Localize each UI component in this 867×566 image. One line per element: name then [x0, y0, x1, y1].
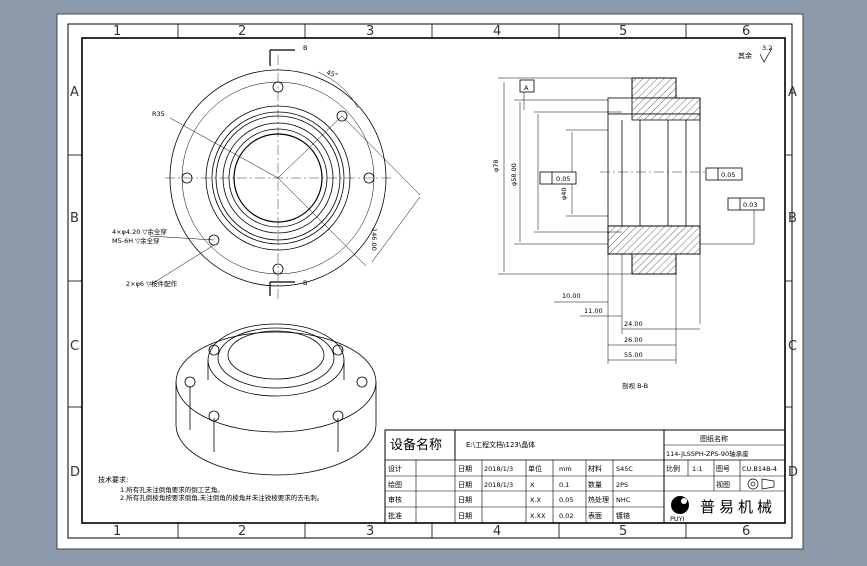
angle-label: 45° — [325, 68, 339, 79]
title-row-1: 设计 日期 2018/1/3 单位 mm 材料 S45C — [388, 464, 633, 473]
zone-row-a: A — [70, 85, 79, 100]
zone-col-4: 4 — [493, 24, 501, 39]
tol-right-2: 0.03 — [743, 201, 757, 209]
section-title: 剖视 B-B — [622, 381, 648, 390]
drawing-name: 114-JLSSPH-ZPS-90轴承座 — [666, 449, 749, 458]
tech-req-line-1: 1.所有孔未注倒角要求的倒工艺角。 — [120, 485, 224, 494]
tech-req-title: 技术要求: — [98, 475, 128, 484]
logo-text: PUYI — [670, 515, 685, 523]
cut-label-top: B — [303, 44, 307, 52]
roughness-value: 3.2 — [762, 44, 772, 52]
radius-label: R35 — [152, 110, 165, 118]
date-1: 2018/1/3 — [484, 465, 513, 473]
zone-col-2: 2 — [238, 24, 246, 39]
section-view — [498, 77, 765, 364]
zone-col-3-bottom: 3 — [366, 524, 374, 539]
view-label: 视图 — [716, 480, 730, 489]
vdim-78: φ78 — [492, 159, 500, 172]
date-label-4: 日期 — [458, 512, 472, 520]
zone-labels: 1 2 3 4 5 6 1 2 3 4 5 6 A B C D A B C D — [70, 24, 798, 539]
qty-value: 2PS — [616, 481, 628, 489]
dim-10: 10.00 — [562, 292, 581, 300]
projection-symbol-icon — [747, 478, 775, 490]
zone-col-1: 1 — [113, 24, 121, 39]
dim-55: 55.00 — [624, 351, 643, 359]
scale-value: 1:1 — [692, 465, 702, 473]
zone-row-d: D — [70, 465, 80, 480]
unit-label: 单位 — [528, 464, 542, 473]
tol-xxx: X.XX — [530, 512, 546, 520]
company-name: 普易机械 — [700, 498, 776, 516]
tol-x-value: 0.1 — [559, 481, 569, 489]
dim-26: 26.00 — [624, 336, 643, 344]
vdim-40: φ40 — [560, 187, 568, 200]
scale-label: 比例 — [666, 464, 680, 473]
tol-xx: X.X — [530, 496, 542, 504]
role-approver: 批准 — [388, 511, 402, 520]
title-block — [384, 429, 786, 524]
title-row-3: 审核 日期 X.X 0.05 热处理 NHC — [388, 495, 631, 504]
zone-row-d-right: D — [788, 465, 798, 480]
dim-11: 11.00 — [584, 307, 603, 315]
front-view — [149, 49, 421, 300]
zone-col-4-bottom: 4 — [493, 524, 501, 539]
dim-24: 24.00 — [624, 320, 643, 328]
zone-col-5: 5 — [619, 24, 627, 39]
tol-right: 0.05 — [721, 171, 735, 179]
hole-note-3: 2×φ6 ▽按件配作 — [126, 279, 178, 288]
zone-ticks — [68, 24, 792, 538]
front-dia-label: 146.00 — [370, 228, 378, 251]
surface-label: 表面 — [588, 511, 602, 520]
hole-note-2: M5-6H ▽余全穿 — [112, 236, 160, 245]
roughness-label: 其余 — [738, 51, 752, 60]
date-label-1: 日期 — [458, 465, 472, 473]
date-label-3: 日期 — [458, 496, 472, 504]
tol-xxx-value: 0.02 — [559, 512, 573, 520]
zone-col-3: 3 — [366, 24, 374, 39]
material-value: S45C — [616, 465, 633, 473]
role-designer: 设计 — [388, 464, 402, 473]
zone-col-2-bottom: 2 — [238, 524, 246, 539]
date-2: 2018/1/3 — [484, 481, 513, 489]
title-row-4: 批准 日期 X.XX 0.02 表面 镀铬 — [388, 511, 630, 520]
zone-col-5-bottom: 5 — [619, 524, 627, 539]
tol-left: 0.05 — [556, 175, 570, 183]
zone-row-b-right: B — [788, 211, 797, 226]
zone-row-a-right: A — [788, 85, 797, 100]
zone-row-c-right: C — [788, 339, 797, 354]
file-path: E:\工程文档\123\晶体 — [466, 440, 535, 449]
zone-row-b: B — [70, 211, 79, 226]
isometric-view — [175, 323, 377, 476]
drawing-name-label: 图纸名称 — [700, 434, 728, 443]
drawing-no: CU.B14B-4 — [742, 465, 777, 473]
vdim-58: φ58.00 — [510, 163, 518, 186]
qty-label: 数量 — [588, 480, 602, 489]
title-row-2: 绘图 日期 2018/1/3 X 0.1 数量 2PS — [388, 480, 628, 489]
tol-x: X — [530, 481, 535, 489]
surface-value: 镀铬 — [616, 511, 630, 520]
roughness-symbol: 其余 3.2 — [738, 44, 772, 63]
unit-value: mm — [559, 465, 572, 473]
role-drafter: 绘图 — [388, 480, 402, 489]
cut-label-bottom: B — [303, 279, 307, 287]
date-label-2: 日期 — [458, 481, 472, 489]
tech-req-line-2: 2.所有孔倒棱角按要求倒角,未注倒角的棱角并未注锐棱要求的去毛刺。 — [120, 493, 323, 502]
heat-value: NHC — [616, 496, 631, 504]
heat-label: 热处理 — [588, 495, 609, 504]
role-checker: 审核 — [388, 495, 402, 504]
zone-row-c: C — [70, 339, 79, 354]
material-label: 材料 — [588, 464, 602, 473]
hole-note-1: 4×φ4.20 ▽余全穿 — [112, 227, 167, 236]
zone-col-6: 6 — [742, 24, 750, 39]
tol-xx-value: 0.05 — [559, 496, 573, 504]
company-logo-icon: PUYI — [670, 496, 689, 523]
drawing-no-label: 图号 — [716, 465, 730, 473]
zone-col-1-bottom: 1 — [113, 524, 121, 539]
zone-col-6-bottom: 6 — [742, 524, 750, 539]
datum-label: A — [524, 84, 529, 92]
device-name-label: 设备名称 — [390, 437, 442, 453]
